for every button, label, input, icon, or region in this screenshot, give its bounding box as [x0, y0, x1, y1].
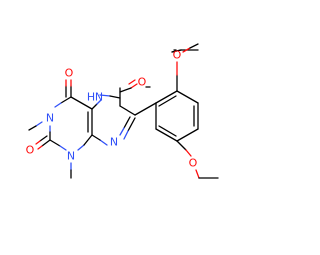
bond: [59, 145, 67, 151]
bond: [99, 94, 111, 97]
bond: [123, 116, 131, 129]
bond: [35, 140, 41, 145]
nitrogen-atom-nh: N: [95, 91, 103, 104]
bond: [176, 140, 187, 151]
bond: [91, 134, 101, 141]
bond: [128, 79, 136, 85]
bond: [119, 127, 125, 136]
nitrogen-atom-left: N: [46, 112, 54, 125]
bond: [109, 95, 121, 99]
bond: [37, 145, 43, 150]
nitrogen-atom-pyrazine: N: [110, 136, 118, 149]
molecule-structure: O O O O O H N N N N: [26, 43, 219, 179]
oxygen-atom-top-left: O: [65, 67, 74, 80]
bond: [60, 96, 72, 104]
bond: [96, 99, 102, 105]
bond: [41, 139, 51, 147]
bond: [158, 125, 177, 137]
bond: [28, 125, 37, 131]
bond: [77, 144, 85, 151]
bond: [35, 121, 43, 127]
bond: [119, 105, 136, 116]
bond: [54, 102, 62, 108]
bond: [155, 90, 178, 104]
bond: [39, 135, 48, 142]
bond: [182, 47, 191, 53]
bond: [171, 49, 182, 53]
molecule-diagram: O O O O O H N N N N: [25, 43, 219, 179]
bond: [176, 90, 199, 104]
hydrogen-atom-nh: H: [87, 91, 95, 104]
bond: [49, 139, 61, 147]
bond: [91, 103, 98, 110]
bond: [134, 102, 157, 116]
bond: [130, 83, 138, 89]
bond: [158, 95, 177, 107]
bond: [155, 128, 178, 142]
oxygen-atom-top-right: O: [173, 49, 182, 62]
nitrogen-atom-bottom: N: [67, 150, 75, 163]
bond: [70, 96, 93, 110]
bond: [123, 130, 129, 140]
bond: [127, 117, 136, 132]
oxygen-atom-ketone: O: [138, 76, 147, 89]
bond: [176, 128, 199, 142]
bond: [83, 134, 93, 146]
bond: [185, 149, 192, 157]
oxygen-atom-bottom-right: O: [189, 157, 198, 170]
bond: [99, 139, 108, 146]
bond: [195, 169, 200, 179]
bond: [189, 43, 199, 49]
oxygen-atom-bottom-left: O: [26, 144, 35, 157]
bond: [119, 87, 132, 93]
